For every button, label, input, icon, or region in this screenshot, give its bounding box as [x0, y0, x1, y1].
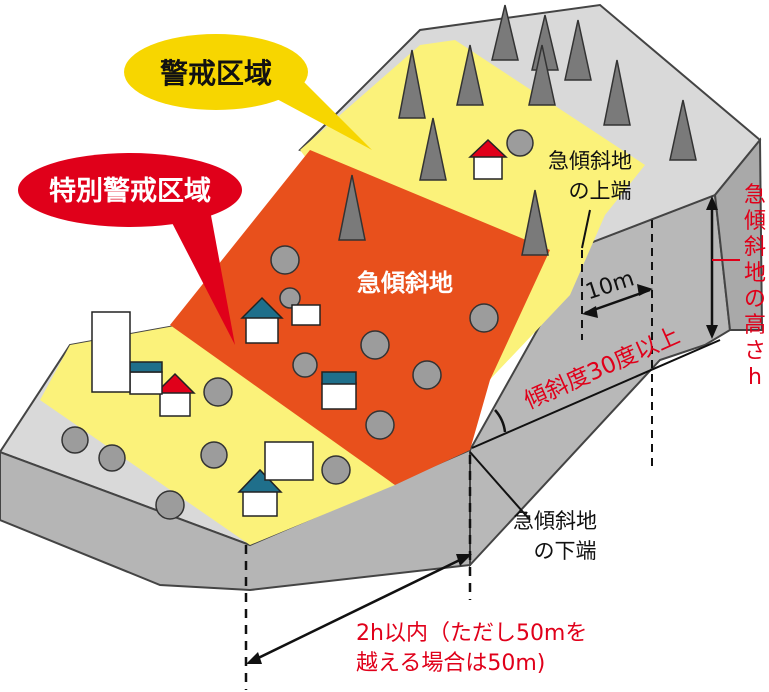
- top-edge-pointer: [581, 209, 591, 249]
- angle-base-line: [471, 339, 721, 449]
- height-char: の: [744, 287, 766, 312]
- round-tree-icon: [200, 441, 228, 469]
- round-tree-icon: [412, 360, 442, 390]
- steep-slope-label: 急傾斜地: [357, 269, 453, 297]
- height-arrow-head-bottom: [706, 325, 718, 339]
- bottom-edge-label-line2: の下端: [534, 539, 597, 563]
- tree-icon: [521, 189, 549, 256]
- round-tree-icon: [292, 352, 318, 378]
- building-icon: [264, 441, 314, 481]
- tree-group-upper: [338, 4, 697, 256]
- house-roof-icon: [468, 138, 508, 158]
- round-tree-icon: [203, 377, 233, 407]
- distance-arrow-head-left: [246, 652, 262, 664]
- height-char: 地: [744, 261, 766, 286]
- special-caution-bubble: [18, 153, 242, 227]
- caution-zone-upper: [300, 40, 645, 390]
- distance-bottom-label-line1: 2h以内（ただし50mを: [356, 621, 587, 646]
- upper-block-side: [713, 137, 764, 331]
- house-icon: [159, 389, 191, 417]
- house-icon: [129, 361, 163, 373]
- tree-icon: [564, 19, 592, 81]
- round-tree-icon: [270, 245, 300, 275]
- tree-icon: [669, 99, 697, 161]
- round-tree-icon: [469, 303, 499, 333]
- distance-bottom-label-line2: 越える場合は50m): [356, 651, 545, 676]
- house-icon: [291, 304, 321, 326]
- house-icon: [473, 154, 503, 180]
- house-icon: [321, 382, 357, 410]
- house-icon: [245, 314, 279, 344]
- special-caution-zone: [170, 150, 550, 485]
- ten-m-arrow-head-left: [582, 306, 598, 318]
- house-roof-icon: [240, 296, 284, 319]
- height-arrow-head-top: [706, 196, 718, 210]
- tree-icon: [528, 44, 556, 106]
- round-tree-icon: [279, 287, 301, 309]
- house-icon: [321, 371, 357, 385]
- caution-zone-bubble: [124, 34, 308, 110]
- round-tree-icon: [98, 444, 126, 472]
- angle-arc: [494, 409, 507, 433]
- round-tree-icon: [61, 426, 89, 454]
- height-label: 急 傾 斜 地 の 高 さ h: [744, 183, 766, 390]
- height-char: h: [748, 365, 762, 390]
- height-char: 傾: [744, 209, 766, 234]
- round-tree-icon: [365, 410, 395, 440]
- ten-m-arrow-head-right: [637, 284, 653, 296]
- tree-icon: [398, 49, 426, 119]
- top-edge-label-line2: の上端: [569, 179, 632, 203]
- height-char: 高: [744, 313, 766, 338]
- houses: [91, 138, 508, 517]
- house-icon: [129, 371, 163, 395]
- height-char: 急: [744, 183, 766, 208]
- tree-icon: [491, 4, 519, 61]
- house-roof-icon: [154, 372, 196, 394]
- top-edge-label-line1: 急傾斜地: [548, 149, 632, 173]
- special-bubble-tail: [168, 210, 235, 345]
- round-tree-icon: [360, 330, 390, 360]
- distance-arrow: [249, 554, 469, 664]
- round-tree-icon: [506, 129, 534, 157]
- house-roof-icon: [237, 468, 283, 493]
- building-icon: [91, 311, 131, 393]
- round-trees: [61, 129, 534, 520]
- tree-icon: [338, 174, 366, 241]
- distance-arrow-head-right: [456, 554, 472, 566]
- bottom-edge-label-line1: 急傾斜地: [513, 509, 597, 533]
- height-char: さ: [744, 339, 766, 364]
- special-caution-label: 特別警戒区域: [49, 176, 211, 207]
- round-tree-icon: [321, 455, 351, 485]
- bottom-edge-pointer: [469, 451, 531, 521]
- tree-icon: [456, 44, 484, 106]
- round-tree-icon: [155, 490, 185, 520]
- height-char: 斜: [744, 235, 766, 260]
- tree-icon: [603, 59, 631, 126]
- tree-icon: [419, 117, 447, 181]
- house-icon: [242, 489, 278, 517]
- caution-zone-label: 警戒区域: [160, 57, 272, 90]
